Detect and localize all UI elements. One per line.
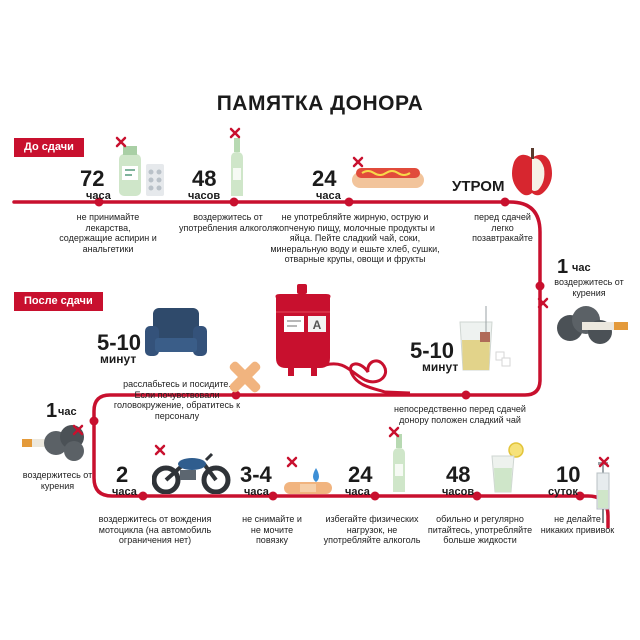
before-5-10-unit: минут	[422, 360, 459, 374]
after-5-10-caption: расслабьтесь и посидите. Если почувствов…	[113, 379, 241, 421]
cigarette-icon	[22, 425, 84, 461]
after-24-caption: избегайте физических нагрузок, не употре…	[323, 514, 421, 545]
forbidden-x-icon	[388, 426, 400, 438]
forbidden-x-icon	[286, 456, 298, 468]
forbidden-x-icon	[352, 156, 364, 168]
after-24-unit: часа	[345, 486, 370, 498]
blood-bag-icon: A	[275, 284, 331, 376]
armchair-icon	[145, 308, 207, 356]
forbidden-x-icon	[598, 456, 610, 468]
bottle-icon	[231, 138, 243, 196]
before-48-caption: воздержитесь от употребления алкоголя	[179, 212, 277, 233]
after-3-4-caption: не снимайте и не мочите повязку	[242, 514, 302, 545]
apple-icon	[512, 148, 552, 196]
after-1h-number: 1	[46, 400, 58, 422]
after-3-4-unit: часа	[244, 486, 269, 498]
before-section-tag: До сдачи	[14, 138, 84, 157]
before-72-unit: часа	[86, 190, 111, 202]
after-3-4-number: 3-4	[240, 462, 272, 487]
after-2h-unit: часа	[112, 486, 137, 498]
after-48-number: 48	[446, 462, 471, 487]
forbidden-x-icon	[229, 127, 241, 139]
after-5-10-number: 5-10	[97, 330, 142, 355]
after-48-caption: обильно и регулярно питайтесь, употребля…	[427, 514, 533, 545]
after-10-unit: суток	[548, 486, 578, 498]
after-1h-unit: час	[58, 406, 77, 418]
after-2h-number: 2	[116, 462, 129, 487]
after-1h-caption: воздержитесь от курения	[22, 470, 93, 491]
juice-glass-icon	[491, 442, 524, 493]
cigarette-icon	[557, 306, 628, 344]
before-1h-caption: воздержитесь от курения	[554, 277, 624, 298]
hotdog-icon	[352, 168, 424, 188]
after-2h-caption: воздержитесь от вождения мотоцикла (на а…	[98, 514, 212, 545]
blood-type-label: A	[313, 318, 322, 332]
after-10-number: 10	[556, 462, 581, 487]
after-10-caption: не делайте никаких прививок	[540, 514, 615, 535]
syringe-icon	[596, 462, 610, 523]
forbidden-x-icon	[537, 297, 549, 309]
bottle-icon	[393, 434, 405, 492]
before-24-number: 24	[312, 166, 337, 191]
plaster-icon	[284, 468, 332, 494]
before-72-number: 72	[80, 166, 105, 191]
page-title: ПАМЯТКА ДОНОРА	[216, 92, 424, 115]
after-5-10-unit: минут	[100, 352, 137, 366]
tea-glass-icon	[459, 306, 511, 371]
after-24-number: 24	[348, 462, 373, 487]
before-morning-caption: перед сдачей легко позавтракайте	[472, 212, 533, 243]
before-24-unit: часа	[316, 190, 341, 202]
before-1h-unit: час	[572, 262, 591, 274]
before-72-caption: не принимайте лекарства, содержащие аспи…	[59, 212, 157, 254]
before-48-number: 48	[192, 166, 217, 191]
bandage-cross-icon	[229, 361, 261, 393]
before-5-10-number: 5-10	[410, 338, 455, 363]
forbidden-x-icon	[72, 424, 84, 436]
forbidden-x-icon	[115, 136, 127, 148]
after-48-unit: часов	[442, 486, 475, 498]
before-24-caption: не употребляйте жирную, острую и копчену…	[270, 212, 440, 264]
before-morning-label: УТРОМ	[452, 178, 505, 195]
before-48-unit: часов	[188, 190, 221, 202]
after-section-tag: После сдачи	[14, 292, 103, 311]
before-1h-number: 1	[557, 256, 569, 278]
forbidden-x-icon	[154, 444, 166, 456]
motorcycle-icon	[152, 452, 231, 494]
before-5-10-caption: непосредственно перед сдачей донору поло…	[394, 404, 526, 425]
pills-bottle-icon	[119, 146, 164, 196]
